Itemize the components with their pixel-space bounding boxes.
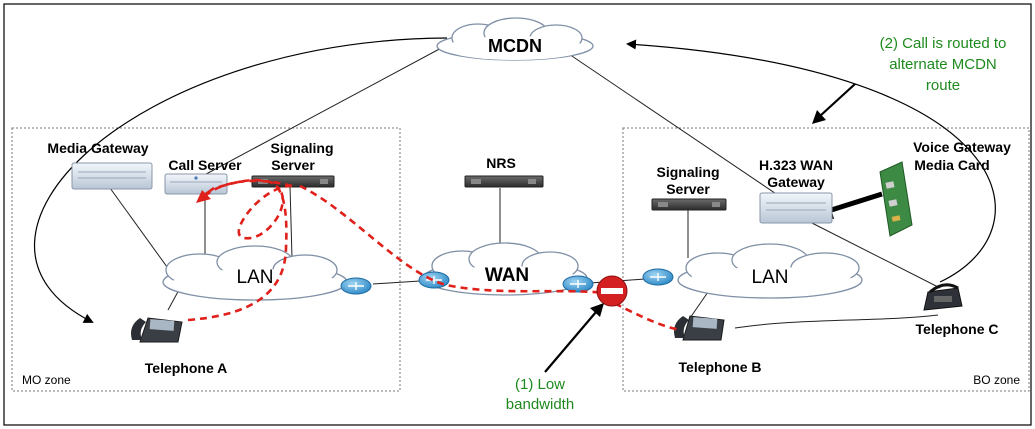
blocked-icon xyxy=(596,275,628,307)
mo-zone-box xyxy=(11,127,401,392)
reroute-label-line-1: (2) Call is routed to xyxy=(880,35,1007,52)
nrs-server-icon xyxy=(464,175,544,188)
router-icon xyxy=(562,275,594,293)
bo-zone-label: BO zone xyxy=(973,373,1020,387)
mo-lan-cloud: LAN xyxy=(162,245,348,301)
h323-gateway-label-line-1: H.323 WAN xyxy=(759,157,833,173)
bo-signaling-server-label-line-2: Server xyxy=(666,181,710,197)
mcdn-cloud: MCDN xyxy=(436,17,594,61)
call-path-signaling-loop xyxy=(237,184,293,240)
line-mcdn-h323-gateway xyxy=(559,47,801,211)
call-path-arrowhead xyxy=(196,190,211,203)
media-gateway-icon xyxy=(71,162,153,190)
router-icon xyxy=(418,271,450,289)
line-mcdn-call-server xyxy=(194,45,446,181)
mcdn-label: MCDN xyxy=(488,36,542,56)
outer-frame xyxy=(3,3,1032,426)
bo-zone-box xyxy=(622,127,1030,392)
signaling-server-label-line-1: Signaling xyxy=(271,140,334,156)
media-card-icon xyxy=(879,161,913,237)
nrs-label: NRS xyxy=(486,155,516,171)
signaling-server-label-line-2: Server xyxy=(271,157,315,173)
line-lan-telephone-b xyxy=(689,291,709,319)
router-icon xyxy=(642,268,674,286)
low-bandwidth-arrow xyxy=(544,311,597,373)
line-h323-telephone-c xyxy=(809,221,941,289)
media-gateway-label: Media Gateway xyxy=(47,140,148,156)
telephone-c-to-mcdn-arrow xyxy=(626,39,996,283)
reroute-arrowhead xyxy=(812,110,826,124)
line-signaling-lan xyxy=(289,185,293,259)
wan-label: WAN xyxy=(485,265,529,286)
mcdn-to-telephone-a-arrow xyxy=(33,37,448,323)
line-mo-router-wan xyxy=(372,280,421,285)
telephone-b-icon xyxy=(674,315,725,341)
h323-gateway-icon xyxy=(759,192,833,224)
low-bandwidth-label-line-1: (1) Low xyxy=(515,376,565,393)
call-path-to-telephone-b xyxy=(603,296,681,332)
bo-lan-cloud: LAN xyxy=(677,243,863,299)
reroute-label-line-3: route xyxy=(926,77,960,94)
low-bandwidth-arrowhead xyxy=(590,303,604,317)
reroute-arrow xyxy=(819,83,856,117)
wan-cloud: WAN xyxy=(422,242,588,296)
telephone-a-icon xyxy=(131,317,183,343)
call-server-label: Call Server xyxy=(168,157,242,173)
connector-lines xyxy=(109,45,941,329)
voice-gateway-label-line-2: Media Card xyxy=(914,157,989,173)
mo-lan-label: LAN xyxy=(237,267,274,288)
low-bandwidth-label-line-2: bandwidth xyxy=(506,396,574,413)
telephone-c-icon xyxy=(923,283,963,311)
telephone-c-label: Telephone C xyxy=(916,321,999,337)
telephone-b-label: Telephone B xyxy=(679,359,762,375)
reroute-label-line-2: alternate MCDN xyxy=(889,56,997,73)
bo-signaling-server-label-line-1: Signaling xyxy=(657,164,720,180)
media-card-arrow-shaft xyxy=(824,191,883,215)
router-icon xyxy=(340,277,372,295)
call-path-signaling-to-wan xyxy=(299,184,606,295)
telephone-a-label: Telephone A xyxy=(145,360,227,376)
call-server-icon xyxy=(164,173,228,195)
mo-zone-label: MO zone xyxy=(22,373,71,387)
voice-gateway-label-line-1: Voice Gateway xyxy=(913,139,1011,155)
bo-signaling-server-icon xyxy=(651,198,727,211)
line-telephone-b-c xyxy=(734,314,939,329)
call-path-phone-a-to-signaling xyxy=(187,178,288,322)
h323-gateway-label-line-2: Gateway xyxy=(767,174,825,190)
line-media-gateway-lan xyxy=(109,187,176,279)
bo-lan-label: LAN xyxy=(752,267,789,288)
